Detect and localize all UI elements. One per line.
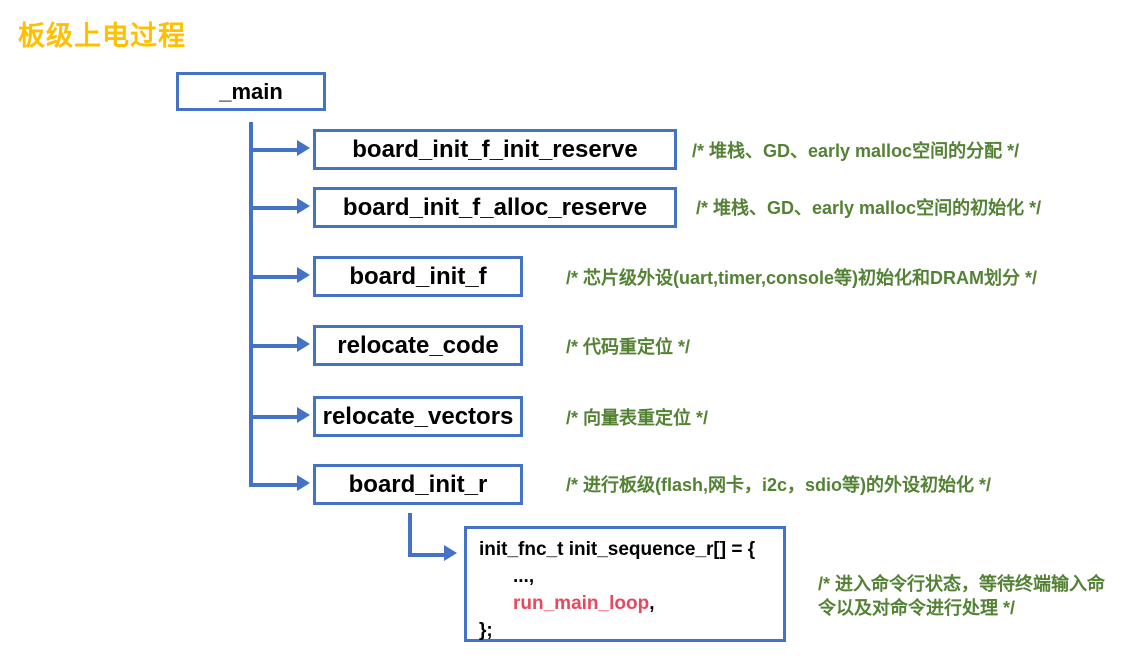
arrow-stem xyxy=(249,206,299,210)
arrow-head-icon xyxy=(297,198,310,214)
node-relocate-vectors-label: relocate_vectors xyxy=(322,402,514,430)
code-line-declaration: init_fnc_t init_sequence_r[] = { xyxy=(479,539,756,560)
node-board-init-r[interactable]: board_init_r xyxy=(313,464,523,505)
code-token-run-main-loop: run_main_loop xyxy=(513,592,650,614)
comment-board-init-f: /* 芯片级外设(uart,timer,console等)初始化和DRAM划分 … xyxy=(566,268,1038,288)
node-board-init-f-label: board_init_f xyxy=(349,262,487,290)
node-relocate-vectors[interactable]: relocate_vectors xyxy=(313,396,523,437)
code-token-comma: , xyxy=(649,592,655,614)
elbow-connector-horizontal xyxy=(408,553,446,557)
arrow-head-icon xyxy=(297,407,310,423)
node-board-init-f-init-reserve[interactable]: board_init_f_init_reserve xyxy=(313,129,677,170)
code-line-close: }; xyxy=(479,619,493,641)
node-board-init-f-init-reserve-label: board_init_f_init_reserve xyxy=(352,135,638,163)
code-line-run-main-loop: run_main_loop, xyxy=(479,591,783,618)
node-main[interactable]: _main xyxy=(176,72,326,111)
arrow-head-icon xyxy=(444,545,457,561)
comment-relocate-code: /* 代码重定位 */ xyxy=(566,337,691,357)
node-board-init-f-alloc-reserve[interactable]: board_init_f_alloc_reserve xyxy=(313,187,677,228)
node-board-init-f-alloc-reserve-label: board_init_f_alloc_reserve xyxy=(342,193,648,221)
comment-board-init-f-init-reserve: /* 堆栈、GD、early malloc空间的分配 */ xyxy=(692,141,1020,161)
elbow-connector-vertical xyxy=(408,513,412,557)
comment-board-init-f-alloc-reserve: /* 堆栈、GD、early malloc空间的初始化 */ xyxy=(696,198,1042,218)
arrow-head-icon xyxy=(297,267,310,283)
arrow-stem xyxy=(249,415,299,419)
page-title: 板级上电过程 xyxy=(18,21,186,51)
comment-code-block: /* 进入命令行状态，等待终端输入命令以及对命令进行处理 */ xyxy=(818,574,1106,619)
node-relocate-code[interactable]: relocate_code xyxy=(313,325,523,366)
arrow-stem xyxy=(249,148,299,152)
node-board-init-f[interactable]: board_init_f xyxy=(313,256,523,297)
connector-spine xyxy=(249,122,253,485)
arrow-stem xyxy=(249,275,299,279)
comment-relocate-vectors: /* 向量表重定位 */ xyxy=(566,408,709,428)
arrow-stem xyxy=(249,344,299,348)
node-relocate-code-label: relocate_code xyxy=(337,331,499,359)
arrow-head-icon xyxy=(297,475,310,491)
arrow-head-icon xyxy=(297,336,310,352)
comment-board-init-r: /* 进行板级(flash,网卡，i2c，sdio等)的外设初始化 */ xyxy=(566,475,992,495)
node-code-block[interactable]: init_fnc_t init_sequence_r[] = { ..., ru… xyxy=(464,526,786,642)
code-line-ellipsis: ..., xyxy=(513,565,535,587)
arrow-stem xyxy=(249,483,299,487)
arrow-head-icon xyxy=(297,140,310,156)
node-board-init-r-label: board_init_r xyxy=(348,470,488,498)
node-main-label: _main xyxy=(219,78,283,104)
